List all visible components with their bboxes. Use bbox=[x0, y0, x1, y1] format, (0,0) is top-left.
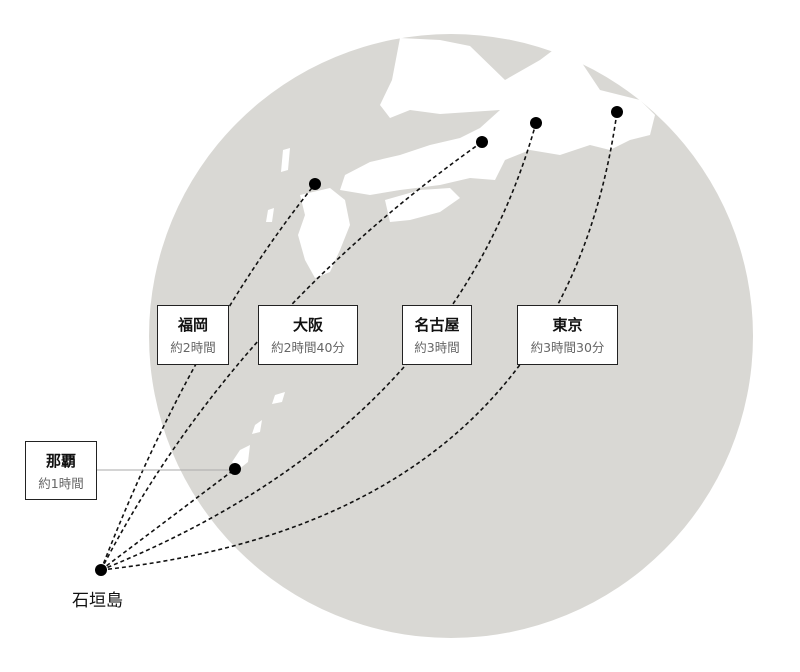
flight-time: 約2時間 bbox=[170, 340, 216, 355]
route-nagoya bbox=[100, 122, 537, 571]
city-name: 名古屋 bbox=[414, 316, 460, 334]
label-nagoya: 名古屋 約3時間 bbox=[402, 305, 472, 365]
marker-osaka bbox=[476, 136, 488, 148]
city-name: 大阪 bbox=[292, 316, 323, 334]
marker-ishigaki bbox=[95, 564, 107, 576]
japan-landmass bbox=[232, 38, 655, 470]
label-osaka: 大阪 約2時間40分 bbox=[258, 305, 358, 365]
marker-nagoya bbox=[530, 117, 542, 129]
label-tokyo: 東京 約3時間30分 bbox=[517, 305, 618, 365]
city-name: 那覇 bbox=[45, 452, 76, 470]
city-name: 福岡 bbox=[177, 316, 208, 334]
flight-time: 約3時間 bbox=[414, 340, 460, 355]
marker-tokyo bbox=[611, 106, 623, 118]
flight-time: 約3時間30分 bbox=[530, 340, 605, 355]
origin-label: 石垣島 bbox=[72, 591, 123, 611]
marker-fukuoka bbox=[309, 178, 321, 190]
marker-naha bbox=[229, 463, 241, 475]
label-naha: 那覇 約1時間 bbox=[25, 441, 97, 500]
flight-time: 約1時間 bbox=[38, 476, 84, 491]
flight-time: 約2時間40分 bbox=[271, 340, 345, 355]
city-name: 東京 bbox=[552, 316, 583, 334]
label-fukuoka: 福岡 約2時間 bbox=[157, 305, 229, 365]
city-markers bbox=[95, 106, 623, 576]
